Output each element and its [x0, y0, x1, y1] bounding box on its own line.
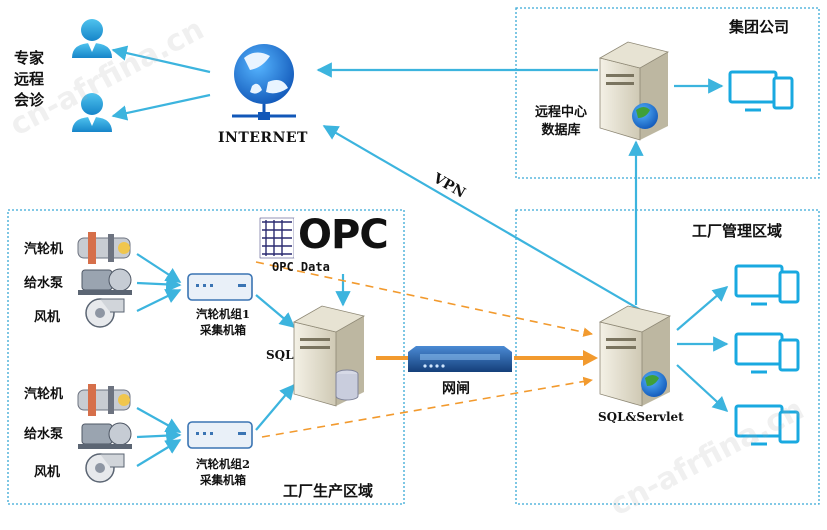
terminal-icon — [734, 404, 800, 446]
expert-person-icon — [72, 19, 112, 58]
internet-globe-icon — [232, 44, 296, 120]
device-label-turbine: 汽轮机 — [24, 387, 64, 402]
device-label-turbine: 汽轮机 — [24, 242, 64, 257]
opc-logo — [259, 217, 399, 259]
remote-db-server-icon — [598, 41, 670, 141]
gateway-device-icon — [408, 346, 512, 372]
terminal-icon — [728, 70, 794, 112]
zone-factory-prod-label: 工厂生产区域 — [283, 482, 374, 500]
zone-factory-mgmt-label: 工厂管理区域 — [692, 222, 783, 240]
sql-server-icon — [292, 305, 366, 407]
terminal-icon — [734, 264, 800, 306]
device-label-pump: 给水泵 — [24, 427, 64, 442]
zone-factory-mgmt-box — [515, 209, 820, 505]
internet-label: INTERNET — [218, 130, 308, 146]
connection-arrows — [111, 45, 729, 467]
expert-label: 专家 远程 会诊 — [14, 49, 45, 109]
zone-factory-prod-box — [7, 209, 405, 505]
fan-icon — [85, 453, 125, 483]
opc-data-label: OPC Data — [272, 260, 330, 274]
zone-group-label: 集团公司 — [729, 18, 790, 36]
data-flow-dashed — [255, 261, 593, 438]
device-label-pump: 给水泵 — [24, 276, 64, 291]
pump-icon — [78, 422, 132, 449]
sql-servlet-server-icon — [598, 305, 672, 407]
pump-icon — [78, 268, 132, 295]
sql-label: SQL — [266, 348, 294, 362]
device-label-fan: 风机 — [34, 310, 61, 325]
sql-servlet-label: SQL&Servlet — [598, 410, 684, 424]
collector-label: 汽轮机组1 采集机箱 — [195, 307, 250, 337]
turbine-icon — [77, 384, 131, 416]
turbine-icon — [77, 232, 131, 264]
zone-group-box — [515, 7, 820, 179]
remote-db-label: 远程中心 数据库 — [534, 105, 587, 138]
fan-icon — [85, 298, 125, 328]
data-flow-main-head — [583, 350, 598, 366]
expert-person-icon — [72, 93, 112, 132]
collector-box-icon — [187, 421, 253, 449]
device-label-fan: 风机 — [34, 465, 61, 480]
collector-box-icon — [187, 273, 253, 301]
opc-logo-text: OPC — [298, 212, 389, 258]
terminal-icon — [734, 332, 800, 374]
gateway-label: 网闸 — [442, 381, 470, 397]
collector-label: 汽轮机组2 采集机箱 — [195, 457, 250, 487]
